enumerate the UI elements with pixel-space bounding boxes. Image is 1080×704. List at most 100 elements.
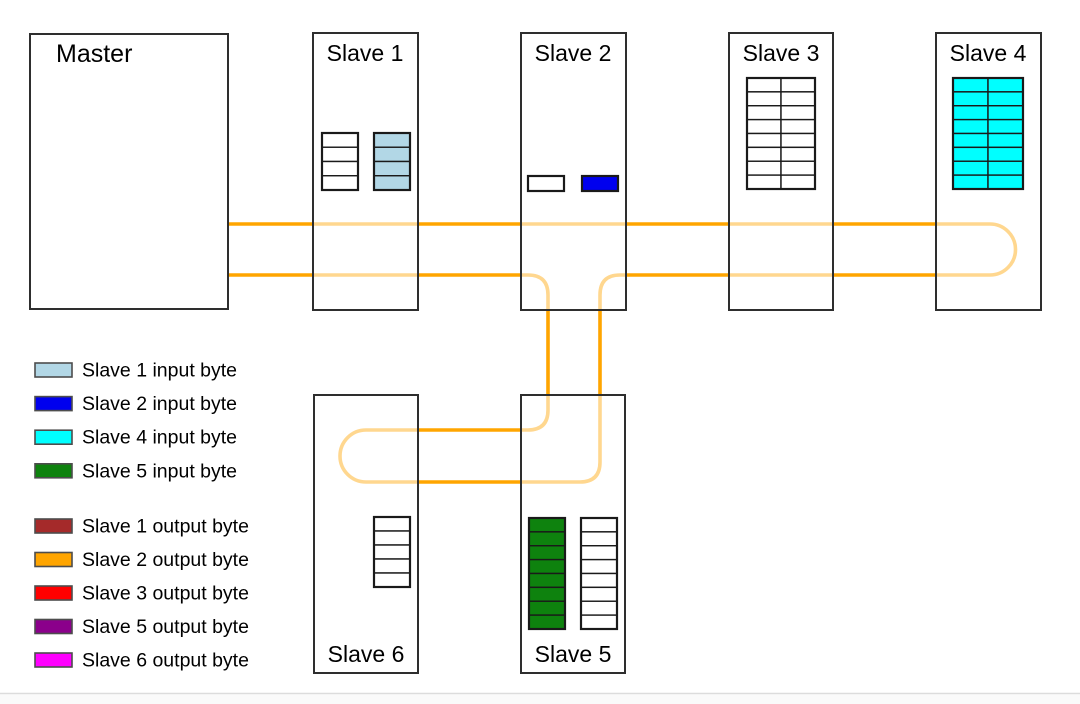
legend-label: Slave 1 input byte — [82, 360, 237, 382]
byte-cell — [580, 558, 618, 575]
master-box: Master — [29, 33, 229, 310]
byte-table-border — [320, 131, 360, 192]
slave5-empty-byte-table — [579, 516, 619, 631]
legend-label: Slave 4 input byte — [82, 427, 237, 449]
legend-swatch — [34, 395, 73, 412]
byte-cell — [780, 160, 816, 176]
slave3-label: Slave 3 — [743, 40, 820, 66]
slave3-empty-byte-table — [745, 76, 817, 191]
byte-cell — [746, 118, 782, 135]
slave6-empty-byte-table — [372, 515, 412, 589]
slave1-label: Slave 1 — [327, 40, 404, 66]
byte-table-border — [580, 174, 620, 193]
byte-cell — [987, 146, 1024, 162]
byte-cell — [321, 132, 359, 148]
byte-cell — [952, 132, 989, 149]
byte-cell — [780, 105, 816, 121]
legend-swatch — [34, 551, 73, 568]
legend-label: Slave 3 output byte — [82, 583, 249, 605]
byte-cell — [746, 91, 782, 107]
byte-cell — [321, 146, 359, 163]
legend-swatch — [34, 518, 73, 534]
byte-cell — [373, 160, 411, 177]
byte-cell — [987, 132, 1024, 149]
byte-cell — [746, 132, 782, 149]
byte-cell — [580, 517, 618, 533]
slave5-input-byte-table — [527, 516, 567, 631]
byte-cell — [373, 146, 411, 163]
byte-cell — [528, 558, 566, 575]
byte-cell — [373, 572, 411, 588]
byte-cell — [780, 174, 816, 190]
master-box-outline — [29, 33, 229, 310]
byte-cell — [580, 586, 618, 602]
slave5-label: Slave 5 — [535, 641, 612, 667]
byte-cell — [580, 531, 618, 547]
byte-cell — [746, 77, 782, 93]
byte-cell — [987, 118, 1024, 135]
byte-cell — [952, 77, 989, 93]
byte-cell — [780, 77, 816, 93]
byte-cell — [780, 146, 816, 162]
page-margin-strip — [0, 694, 1080, 704]
byte-cell — [987, 105, 1024, 121]
slave2-box: Slave 2 — [520, 32, 627, 311]
legend-swatch — [34, 618, 73, 635]
byte-cell — [987, 160, 1024, 176]
byte-cell — [746, 160, 782, 176]
byte-table-border — [579, 516, 619, 631]
byte-table-border — [372, 515, 412, 589]
byte-cell — [528, 600, 566, 616]
slave1-empty-byte-table — [320, 131, 360, 192]
byte-cell — [580, 572, 618, 589]
byte-cell — [373, 175, 411, 191]
byte-cell — [373, 558, 411, 574]
legend-swatch — [34, 429, 73, 445]
byte-cell — [580, 545, 618, 561]
slave2-box-outline — [520, 32, 627, 311]
byte-cell — [528, 531, 566, 547]
byte-cell — [321, 160, 359, 177]
byte-cell — [746, 105, 782, 121]
slave2-label: Slave 2 — [535, 40, 612, 66]
byte-cell — [780, 118, 816, 135]
byte-cell — [528, 517, 566, 533]
slave4-label: Slave 4 — [950, 40, 1027, 66]
byte-cell — [746, 174, 782, 190]
byte-table-border — [951, 76, 1025, 191]
byte-cell — [373, 516, 411, 532]
byte-table-border — [526, 174, 566, 193]
byte-cell — [780, 132, 816, 149]
byte-table-border — [372, 131, 412, 192]
byte-cell — [528, 572, 566, 589]
slave6-label: Slave 6 — [328, 641, 405, 667]
legend-swatch — [34, 652, 73, 668]
slave1-input-byte-table — [372, 131, 412, 192]
byte-cell — [321, 175, 359, 191]
master-label: Master — [56, 40, 132, 68]
legend-label: Slave 2 output byte — [82, 549, 249, 571]
byte-cell — [952, 91, 989, 107]
byte-cell — [952, 160, 989, 176]
byte-cell — [987, 174, 1024, 190]
legend-swatch — [34, 362, 73, 378]
byte-cell — [373, 132, 411, 148]
byte-cell — [373, 530, 411, 546]
byte-cell — [780, 91, 816, 107]
byte-cell — [373, 544, 411, 560]
legend-swatch — [34, 585, 73, 601]
byte-cell — [528, 545, 566, 561]
byte-cell — [580, 600, 618, 616]
byte-cell — [987, 91, 1024, 107]
byte-cell — [987, 77, 1024, 93]
byte-cell — [581, 175, 619, 192]
slave4-input-byte-table — [951, 76, 1025, 191]
legend-swatch — [34, 463, 73, 479]
byte-cell — [746, 146, 782, 162]
byte-cell — [527, 175, 565, 192]
byte-cell — [952, 105, 989, 121]
byte-cell — [580, 614, 618, 630]
